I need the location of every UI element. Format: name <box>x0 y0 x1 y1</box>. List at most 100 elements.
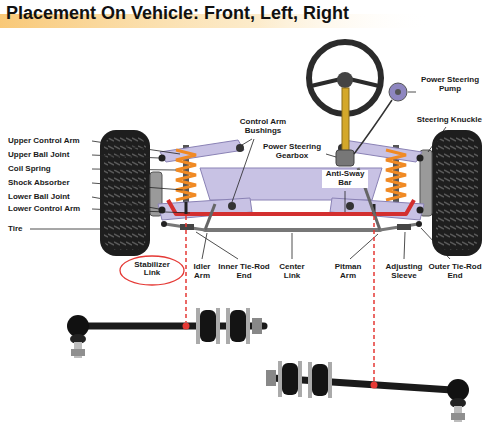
washer <box>328 362 332 398</box>
tie-rod <box>165 224 205 230</box>
leader-line <box>404 232 405 259</box>
leader-line <box>242 139 252 145</box>
part-label: Center Link <box>274 263 310 281</box>
tire-tread <box>104 136 146 250</box>
washer <box>298 361 302 397</box>
part-label: Upper Control Arm <box>8 137 94 146</box>
tie-rod-end <box>161 221 167 227</box>
crossmember <box>200 168 382 200</box>
tie-rod-end <box>416 221 422 227</box>
nut <box>451 413 465 420</box>
placement-dot <box>371 382 378 389</box>
leader-line <box>30 229 104 230</box>
ball-joint <box>417 207 424 214</box>
pump-hose <box>354 100 392 154</box>
steering-hub <box>337 72 353 88</box>
leader-line <box>326 154 336 157</box>
leader-line <box>92 141 180 154</box>
part-label: Lower Ball Joint <box>8 193 94 202</box>
anti-sway-bar <box>168 200 414 214</box>
washer <box>308 362 312 398</box>
tire <box>100 130 482 256</box>
part-label: Idler Arm <box>189 263 215 281</box>
tie-rod <box>380 224 418 230</box>
nut <box>252 318 262 334</box>
ball-joint <box>159 207 166 214</box>
part-label: Control Arm Bushings <box>234 118 292 136</box>
coil-spring <box>386 150 406 200</box>
pump-pulley <box>395 89 401 95</box>
ball-joint-housing <box>447 379 469 401</box>
washer <box>278 361 282 397</box>
leader-lines <box>30 92 450 259</box>
steering-gearbox <box>336 150 354 166</box>
stabilizer-link-part <box>67 308 264 358</box>
tire-body <box>432 130 482 256</box>
tire-tread <box>436 136 478 250</box>
part-label: Shock Absorber <box>8 179 94 188</box>
part-label: Steering Knuckle <box>404 116 482 125</box>
callout-ellipse <box>120 256 184 285</box>
part-label: Power Steering Gearbox <box>260 143 324 161</box>
ball-joint <box>159 155 166 162</box>
part-label: Pitman Arm <box>331 263 365 281</box>
page-title: Placement On Vehicle: Front, Left, Right <box>6 3 484 25</box>
nut <box>266 370 276 386</box>
part-label: Upper Ball Joint <box>8 151 94 160</box>
leader-line <box>92 169 176 170</box>
leader-line <box>232 139 254 202</box>
part-label: Tire <box>8 225 28 234</box>
bushing <box>230 310 246 342</box>
part-label: Anti-Sway Bar <box>322 170 368 188</box>
placement-line <box>185 216 187 322</box>
idler-arm <box>205 204 215 230</box>
part-label: Power Steering Pump <box>418 76 482 94</box>
leader-line <box>92 183 183 190</box>
power-steering-pump <box>389 83 407 101</box>
leader-line <box>92 155 159 158</box>
ball-joint <box>417 155 424 162</box>
leader-line <box>345 191 346 212</box>
coil-spring <box>176 150 196 200</box>
ball-joint-housing <box>67 315 89 337</box>
bushing <box>346 202 354 210</box>
upper-control-arm <box>160 140 244 162</box>
node-text-wrap: Stabilizer Link <box>130 261 174 279</box>
washer <box>246 308 250 344</box>
leader-line <box>292 233 293 259</box>
part-label: Adjusting Sleeve <box>382 263 426 281</box>
adjusting-sleeve <box>180 224 194 230</box>
bushing <box>228 202 236 210</box>
leader-line <box>92 197 159 209</box>
bushing <box>282 363 298 395</box>
stabilizer-link <box>185 202 188 214</box>
leader-line <box>428 127 446 152</box>
leader-line <box>92 209 190 213</box>
part-label: Coil Spring <box>8 165 94 174</box>
part-label: Inner Tie-Rod End <box>217 263 271 281</box>
leader-line <box>421 228 450 259</box>
node-label: Stabilizer Link <box>130 261 174 279</box>
callout-oval: Stabilizer Link <box>119 255 185 286</box>
leader-line <box>202 233 207 259</box>
leader-line <box>196 232 238 259</box>
tire-body <box>100 130 150 256</box>
placement-line <box>373 216 375 381</box>
washer <box>196 308 200 344</box>
part-label: Outer Tie-Rod End <box>427 263 483 281</box>
bushing <box>312 364 328 396</box>
washer <box>226 308 230 344</box>
bushing <box>236 144 244 152</box>
part-label: Lower Control Arm <box>8 205 94 214</box>
center-link <box>205 228 380 232</box>
bushing <box>200 310 216 342</box>
placement-dot <box>183 323 190 330</box>
stabilizer-link-part <box>266 361 469 422</box>
washer <box>216 308 220 344</box>
adjusting-sleeve <box>397 224 411 230</box>
nut <box>71 349 85 356</box>
steering-column <box>342 88 349 152</box>
